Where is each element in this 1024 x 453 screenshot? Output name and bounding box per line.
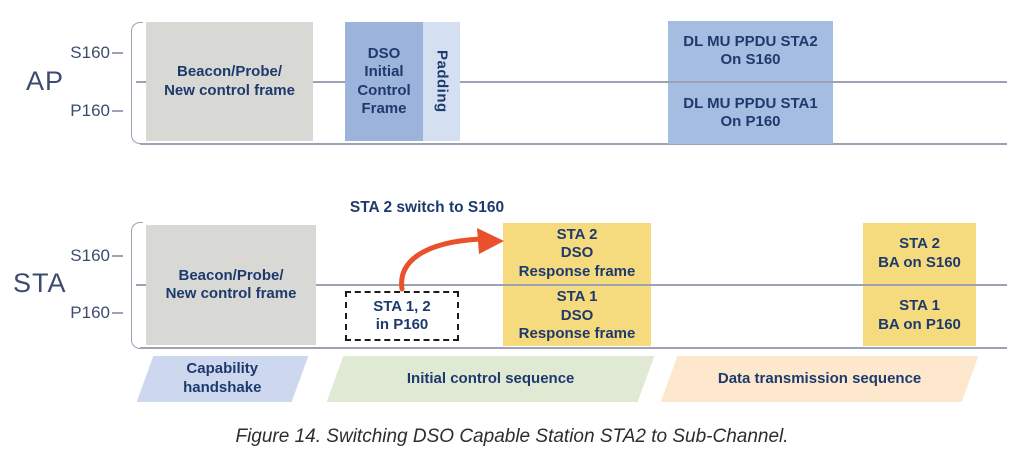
sta-bracket	[131, 222, 143, 349]
ap-channel-label-s160: S160	[70, 43, 110, 62]
ba-cell-divider	[863, 284, 976, 286]
ppdu-cell-divider	[668, 81, 833, 83]
figure-caption: Figure 14. Switching DSO Capable Station…	[235, 426, 789, 447]
sta12-in-p160-label: STA 1, 2 in P160	[373, 297, 431, 333]
sta1-dso-response-cell: STA 1 DSO Response frame	[503, 285, 651, 346]
band-capability-handshake-label: Capability handshake	[183, 360, 262, 396]
dso-initial-control-frame-box: DSO Initial Control Frame	[345, 22, 423, 141]
padding-box: Padding	[423, 22, 460, 141]
ap-beacon-frame-label: Beacon/Probe/ New control frame	[164, 63, 295, 99]
sta2-dso-response-cell: STA 2 DSO Response frame	[503, 223, 651, 284]
dl-mu-ppdu-sta1-label: DL MU PPDU STA1 On P160	[683, 94, 818, 130]
sta12-in-p160-dashed-box: STA 1, 2 in P160	[345, 291, 459, 341]
dl-mu-ppdu-sta2-cell: DL MU PPDU STA2 On S160	[668, 21, 833, 81]
sta-s160-tick	[112, 255, 123, 257]
sta-p160-tick	[112, 312, 123, 314]
switch-curved-arrow-icon	[399, 228, 504, 292]
sta-beacon-frame-label: Beacon/Probe/ New control frame	[165, 266, 297, 302]
ap-midline	[136, 81, 1007, 83]
sta-beacon-frame-box: Beacon/Probe/ New control frame	[146, 225, 316, 345]
sta-channel-label-p160: P160	[70, 303, 110, 322]
ap-channel-label-p160: P160	[70, 101, 110, 120]
band-initial-control-sequence-label: Initial control sequence	[406, 369, 575, 387]
band-data-transmission-sequence-label: Data transmission sequence	[717, 369, 922, 387]
sta-channel-label-s160: S160	[70, 246, 110, 265]
sta1-dso-response-label: STA 1 DSO Response frame	[518, 288, 636, 342]
ap-beacon-frame-box: Beacon/Probe/ New control frame	[146, 22, 313, 141]
sta-row-label: STA	[13, 268, 67, 298]
sta2-dso-response-label: STA 2 DSO Response frame	[518, 226, 636, 280]
ap-bracket	[131, 22, 143, 144]
ap-p160-tick	[112, 110, 123, 112]
padding-label: Padding	[433, 50, 451, 113]
dl-mu-ppdu-sta2-label: DL MU PPDU STA2 On S160	[683, 32, 818, 68]
ap-baseline	[140, 143, 1007, 145]
sta2-ba-cell: STA 2 BA on S160	[863, 223, 976, 284]
sta1-ba-cell: STA 1 BA on P160	[863, 285, 976, 346]
band-capability-handshake: Capability handshake	[136, 356, 309, 402]
response-cell-divider	[503, 284, 651, 286]
band-data-transmission-sequence: Data transmission sequence	[660, 356, 979, 402]
band-initial-control-sequence: Initial control sequence	[326, 356, 655, 402]
dso-initial-control-frame-label: DSO Initial Control Frame	[357, 44, 411, 117]
dl-mu-ppdu-sta1-cell: DL MU PPDU STA1 On P160	[668, 82, 833, 144]
sta1-ba-label: STA 1 BA on P160	[878, 297, 961, 333]
sta-baseline	[140, 347, 1007, 349]
ap-s160-tick	[112, 52, 123, 54]
sta2-ba-label: STA 2 BA on S160	[878, 235, 961, 271]
ap-row-label: AP	[26, 66, 65, 96]
sta2-switch-annotation: STA 2 switch to S160	[349, 199, 505, 216]
